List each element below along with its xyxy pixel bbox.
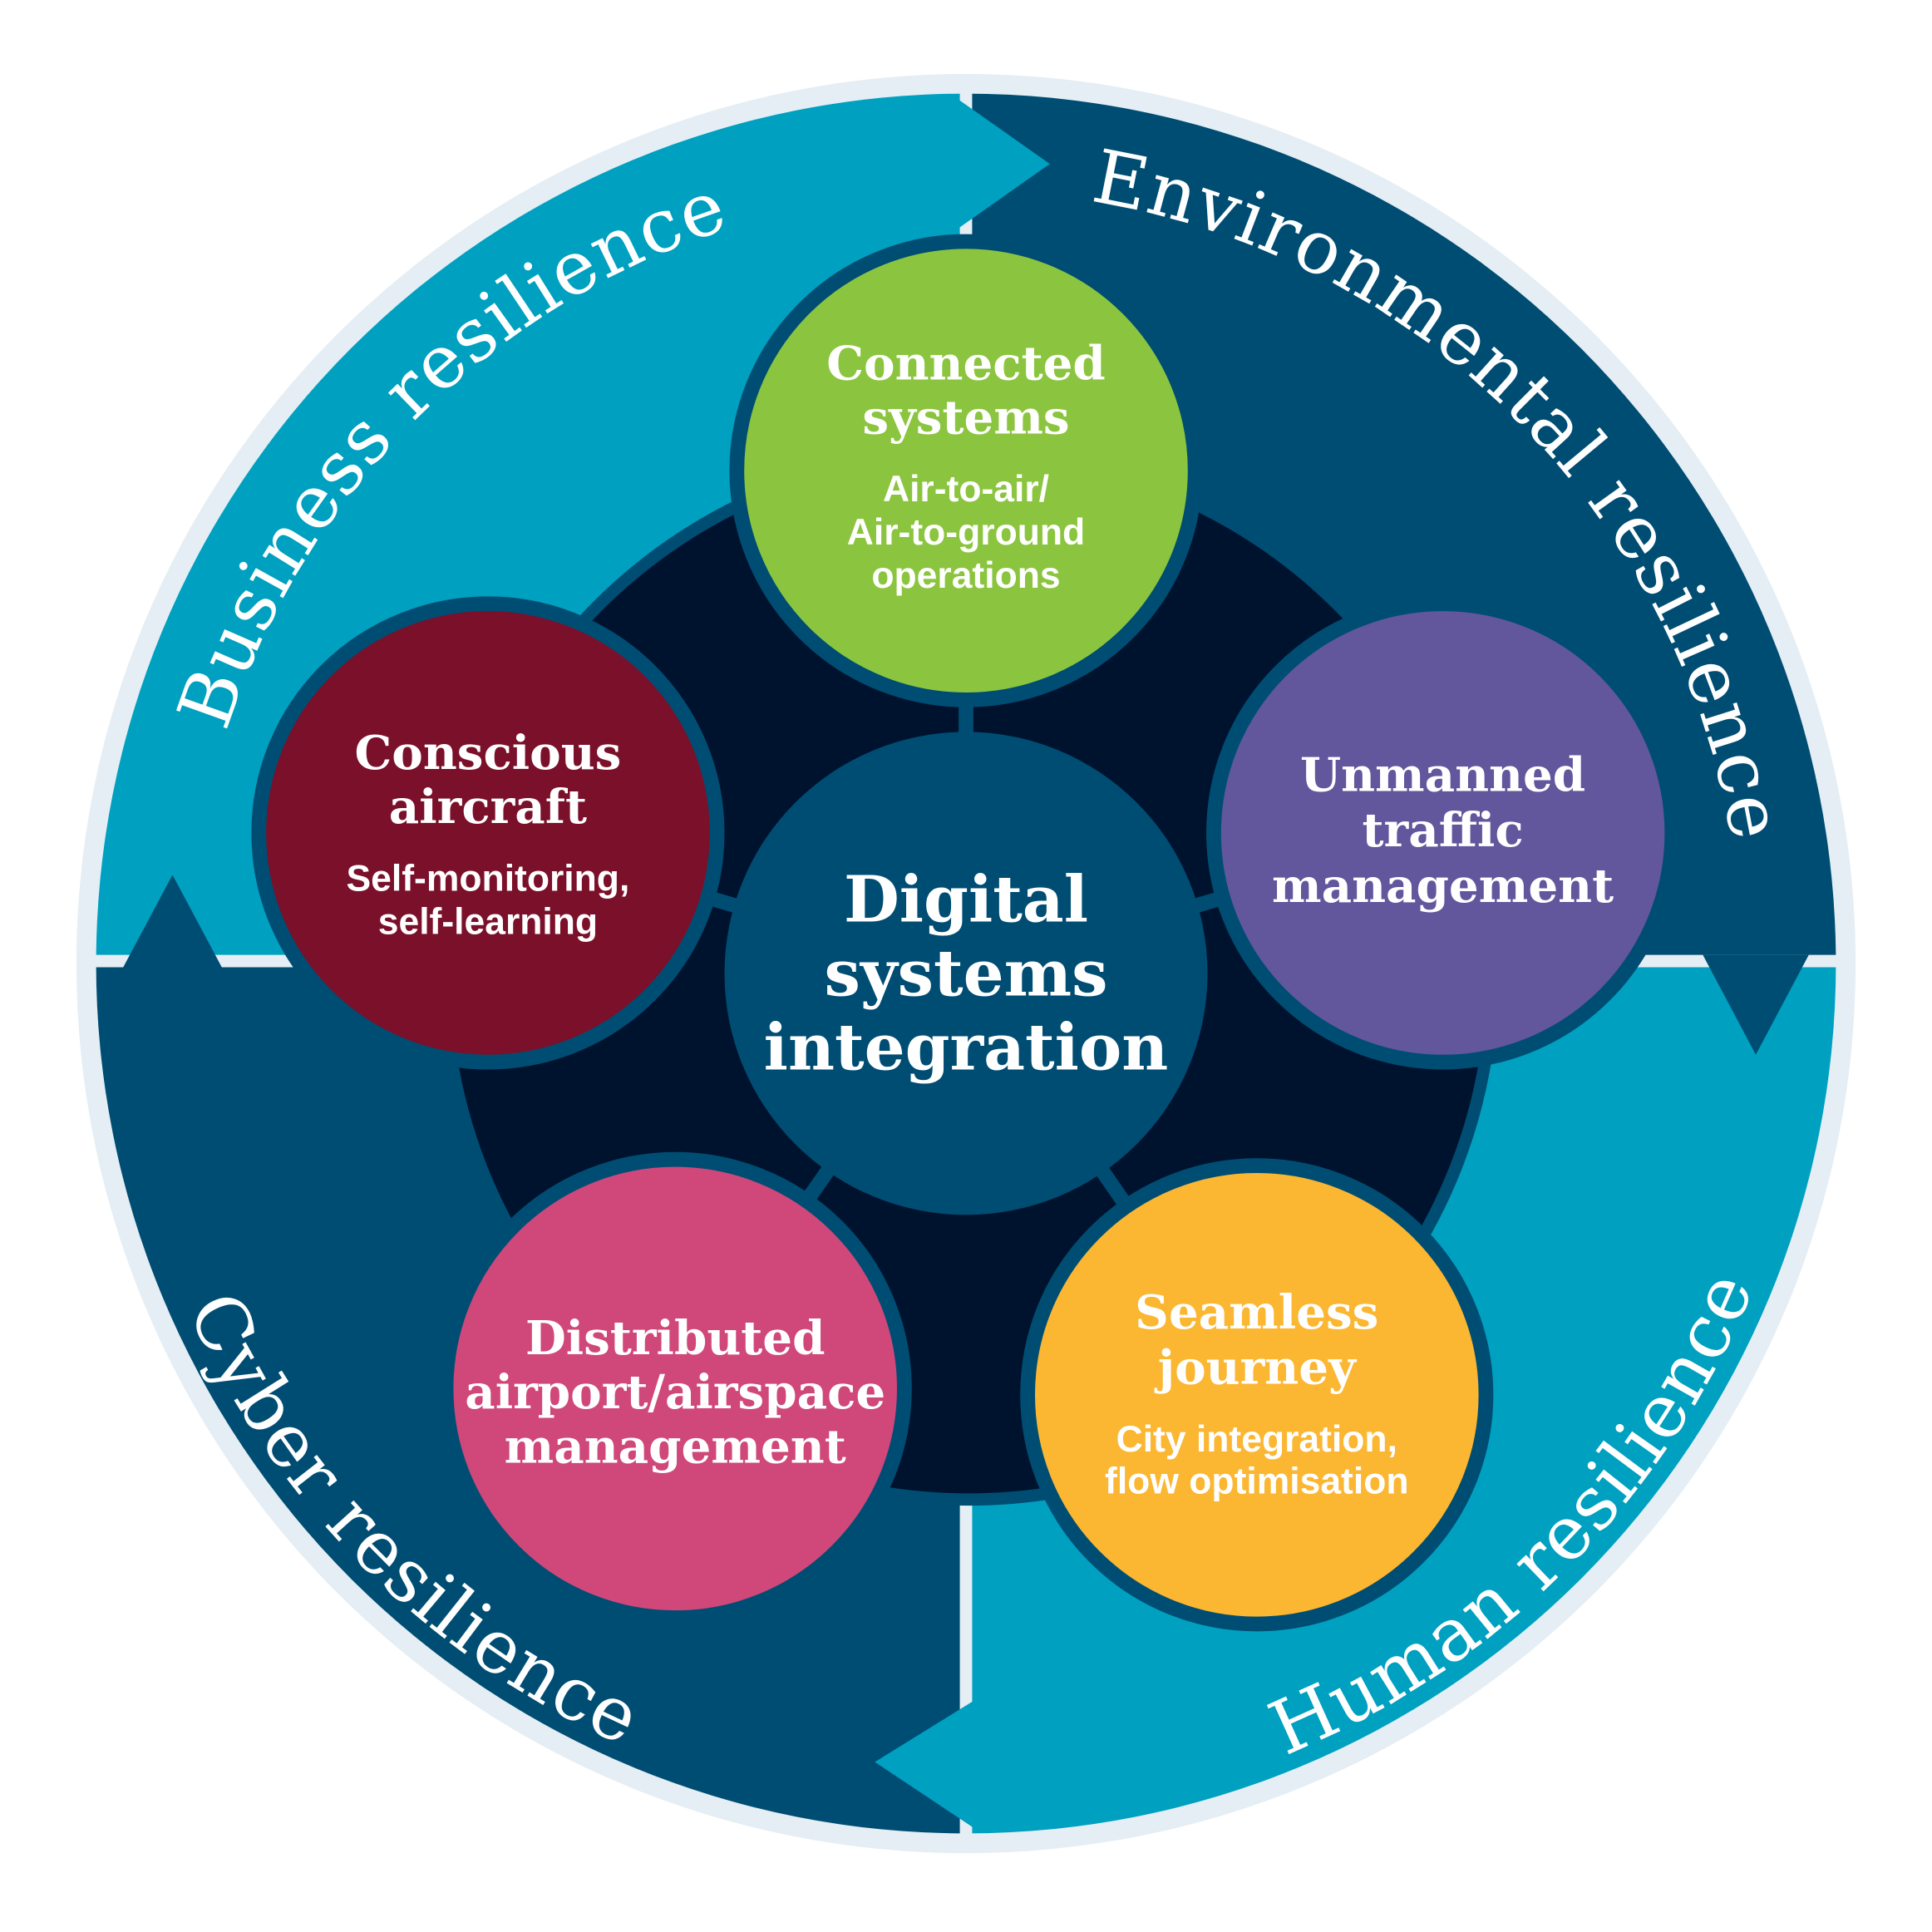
center-circle — [724, 732, 1208, 1215]
node-subtitle: Air-to-ground — [847, 512, 1085, 553]
node-title: Distributed — [525, 1311, 826, 1366]
node-title: airport/airspace — [465, 1365, 885, 1420]
center-line-3: integration — [764, 1011, 1169, 1086]
node-title: traffic — [1363, 803, 1524, 858]
node-title: aircraft — [389, 780, 587, 835]
node-subtitle: City integration, — [1116, 1419, 1397, 1460]
node-distributed-airport: Distributed airport/airspace management — [438, 1151, 912, 1625]
node-title: Seamless — [1135, 1285, 1378, 1340]
arrow-business-icon — [954, 96, 1050, 232]
arrow-human-icon — [875, 1698, 978, 1831]
center-line-2: systems — [824, 937, 1107, 1012]
node-seamless-journey: Seamless journey City integration, flow … — [1020, 1158, 1494, 1632]
node-title: Connected — [826, 336, 1106, 391]
node-title: management — [1272, 859, 1614, 914]
node-subtitle: flow optimisation — [1105, 1461, 1408, 1501]
node-title: management — [505, 1419, 846, 1474]
node-conscious-aircraft: Conscious aircraft Self-monitoring, self… — [251, 596, 725, 1070]
node-title: Conscious — [354, 726, 621, 781]
arrow-environmental-icon — [1703, 954, 1809, 1055]
node-title: journey — [1154, 1340, 1358, 1395]
node-subtitle: self-learning — [378, 901, 598, 942]
node-connected-systems: Connected systems Air-to-air/ Air-to-gro… — [729, 234, 1203, 707]
arrow-cyber-icon — [123, 875, 222, 968]
node-title: systems — [862, 391, 1069, 446]
center-line-1: Digital — [844, 863, 1088, 938]
node-subtitle: Self-monitoring, — [347, 859, 630, 899]
node-unmanned-traffic: Unmanned traffic management — [1206, 596, 1680, 1070]
node-title: Unmanned — [1300, 748, 1585, 803]
node-subtitle: Air-to-air/ — [883, 469, 1049, 510]
node-subtitle: operations — [871, 555, 1060, 596]
